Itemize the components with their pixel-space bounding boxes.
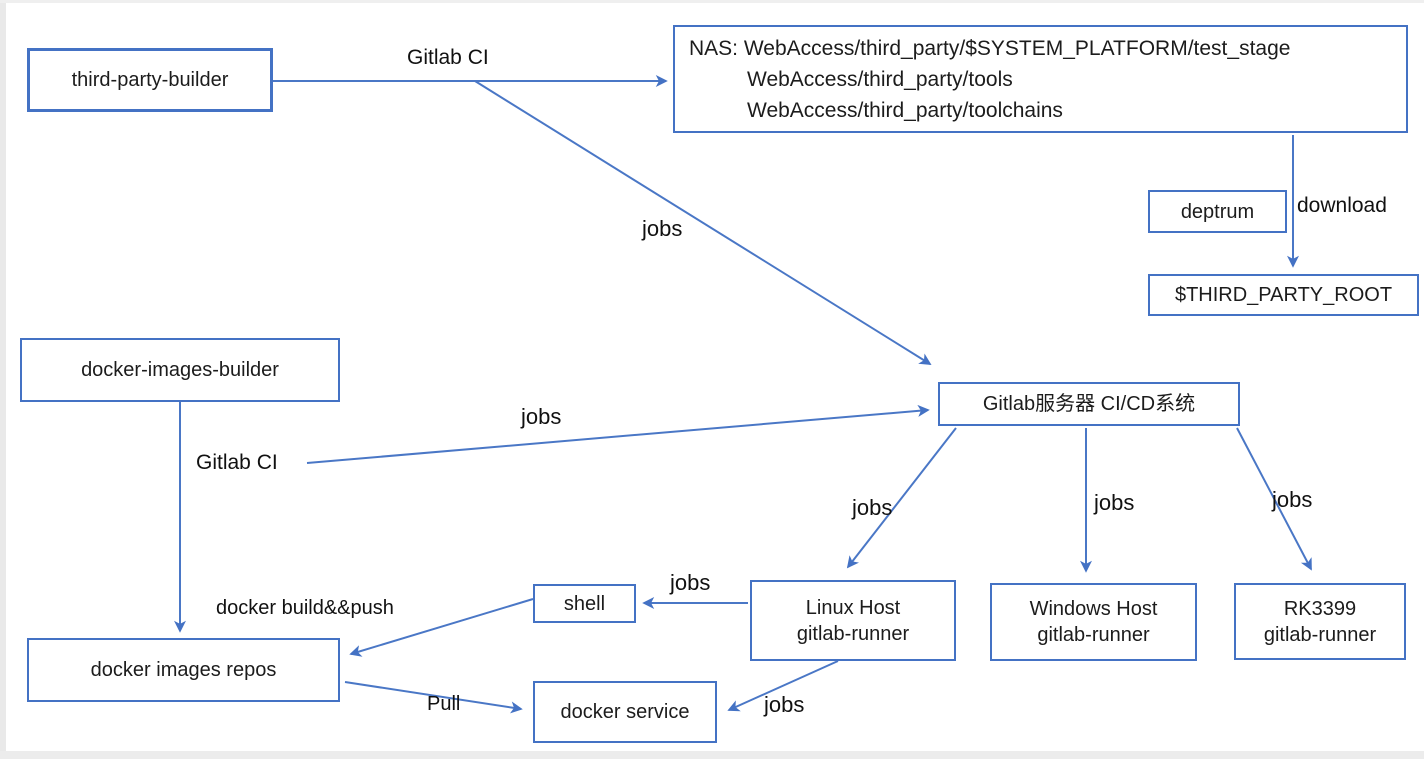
edge-label-gitlab-ci-dib: Gitlab CI — [196, 451, 278, 474]
node-third-party-root: $THIRD_PARTY_ROOT — [1148, 274, 1419, 316]
windows-host-line-2: gitlab-runner — [1037, 624, 1150, 646]
linux-host-line-1: Linux Host — [805, 596, 901, 619]
edge-label-pull: Pull — [427, 693, 461, 715]
node-third-party-builder: third-party-builder — [27, 48, 273, 112]
rk3399-line-1: RK3399 — [1283, 597, 1357, 620]
node-third-party-builder-label: third-party-builder — [71, 69, 229, 91]
node-windows-host-runner: Windows Host gitlab-runner — [990, 583, 1197, 661]
node-docker-images-builder-label: docker-images-builder — [81, 359, 279, 381]
top-edge-strip — [0, 0, 1424, 3]
nas-path-line-3: WebAccess/third_party/toolchains — [747, 98, 1063, 122]
arrow-dib-to-gitlab-server — [306, 404, 930, 464]
edge-label-jobs-to-windows: jobs — [1094, 490, 1135, 515]
node-docker-service-label: docker service — [560, 701, 690, 723]
bottom-edge-strip — [0, 751, 1424, 759]
node-gitlab-server-label: Gitlab服务器 CI/CD系统 — [982, 393, 1196, 415]
linux-host-line-2: gitlab-runner — [796, 622, 910, 645]
node-docker-images-builder: docker-images-builder — [20, 338, 340, 402]
node-docker-images-repos-label: docker images repos — [90, 659, 277, 681]
nas-path-line-1: NAS: WebAccess/third_party/$SYSTEM_PLATF… — [689, 36, 1291, 60]
edge-label-docker-build-push: docker build&&push — [216, 597, 394, 619]
edge-label-download: download — [1297, 194, 1387, 217]
rk3399-line-2: gitlab-runner — [1263, 623, 1377, 646]
node-rk3399-runner: RK3399 gitlab-runner — [1234, 583, 1406, 660]
nas-path-line-2: WebAccess/third_party/tools — [747, 67, 1013, 91]
edge-label-jobs-to-docker-service: jobs — [764, 692, 805, 717]
node-deptrum: deptrum — [1148, 190, 1287, 233]
windows-host-line-1: Windows Host — [1029, 598, 1158, 620]
left-edge-strip — [0, 0, 6, 759]
node-shell-label: shell — [563, 592, 606, 615]
node-third-party-root-label: $THIRD_PARTY_ROOT — [1174, 284, 1393, 306]
node-shell: shell — [533, 584, 636, 623]
edge-label-jobs-to-linux: jobs — [852, 495, 893, 520]
edge-label-jobs-dib-to-server: jobs — [521, 404, 562, 429]
node-linux-host-runner: Linux Host gitlab-runner — [750, 580, 956, 661]
node-nas-paths: NAS: WebAccess/third_party/$SYSTEM_PLATF… — [673, 25, 1408, 133]
node-gitlab-server: Gitlab服务器 CI/CD系统 — [938, 382, 1240, 426]
node-docker-service: docker service — [533, 681, 717, 743]
edge-label-gitlab-ci-top: Gitlab CI — [407, 46, 489, 69]
edge-label-jobs-to-rk3399: jobs — [1272, 487, 1313, 512]
edge-label-jobs-tpb-to-server: jobs — [642, 216, 683, 241]
edge-label-jobs-to-shell: jobs — [670, 570, 711, 595]
node-docker-images-repos: docker images repos — [27, 638, 340, 702]
node-deptrum-label: deptrum — [1180, 200, 1255, 223]
